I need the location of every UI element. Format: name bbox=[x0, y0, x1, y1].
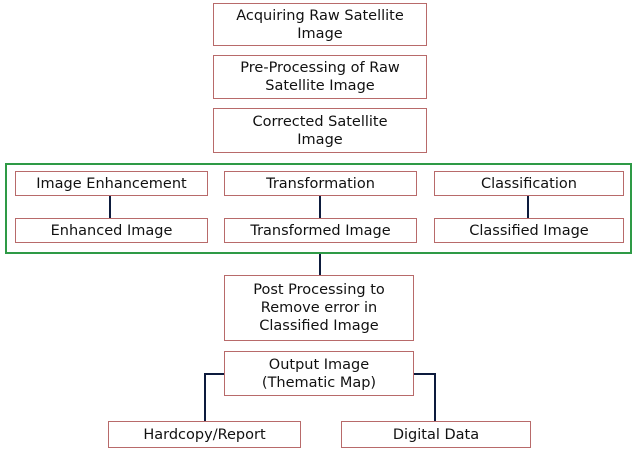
classification-box: Classification bbox=[434, 171, 624, 196]
hardcopy-report-box: Hardcopy/Report bbox=[108, 421, 301, 448]
connector-output-hardcopy bbox=[204, 373, 224, 421]
transformed-image-box: Transformed Image bbox=[224, 218, 417, 243]
image-enhancement-box: Image Enhancement bbox=[15, 171, 208, 196]
transformation-box: Transformation bbox=[224, 171, 417, 196]
output-image-box: Output Image (Thematic Map) bbox=[224, 351, 414, 396]
processing-group bbox=[5, 163, 632, 254]
acquire-raw-image-box: Acquiring Raw Satellite Image bbox=[213, 3, 427, 46]
corrected-image-box: Corrected Satellite Image bbox=[213, 108, 427, 153]
preprocessing-box: Pre-Processing of Raw Satellite Image bbox=[213, 55, 427, 99]
connector-output-digital bbox=[414, 373, 436, 421]
classified-image-box: Classified Image bbox=[434, 218, 624, 243]
post-processing-box: Post Processing to Remove error in Class… bbox=[224, 275, 414, 341]
enhanced-image-box: Enhanced Image bbox=[15, 218, 208, 243]
digital-data-box: Digital Data bbox=[341, 421, 531, 448]
